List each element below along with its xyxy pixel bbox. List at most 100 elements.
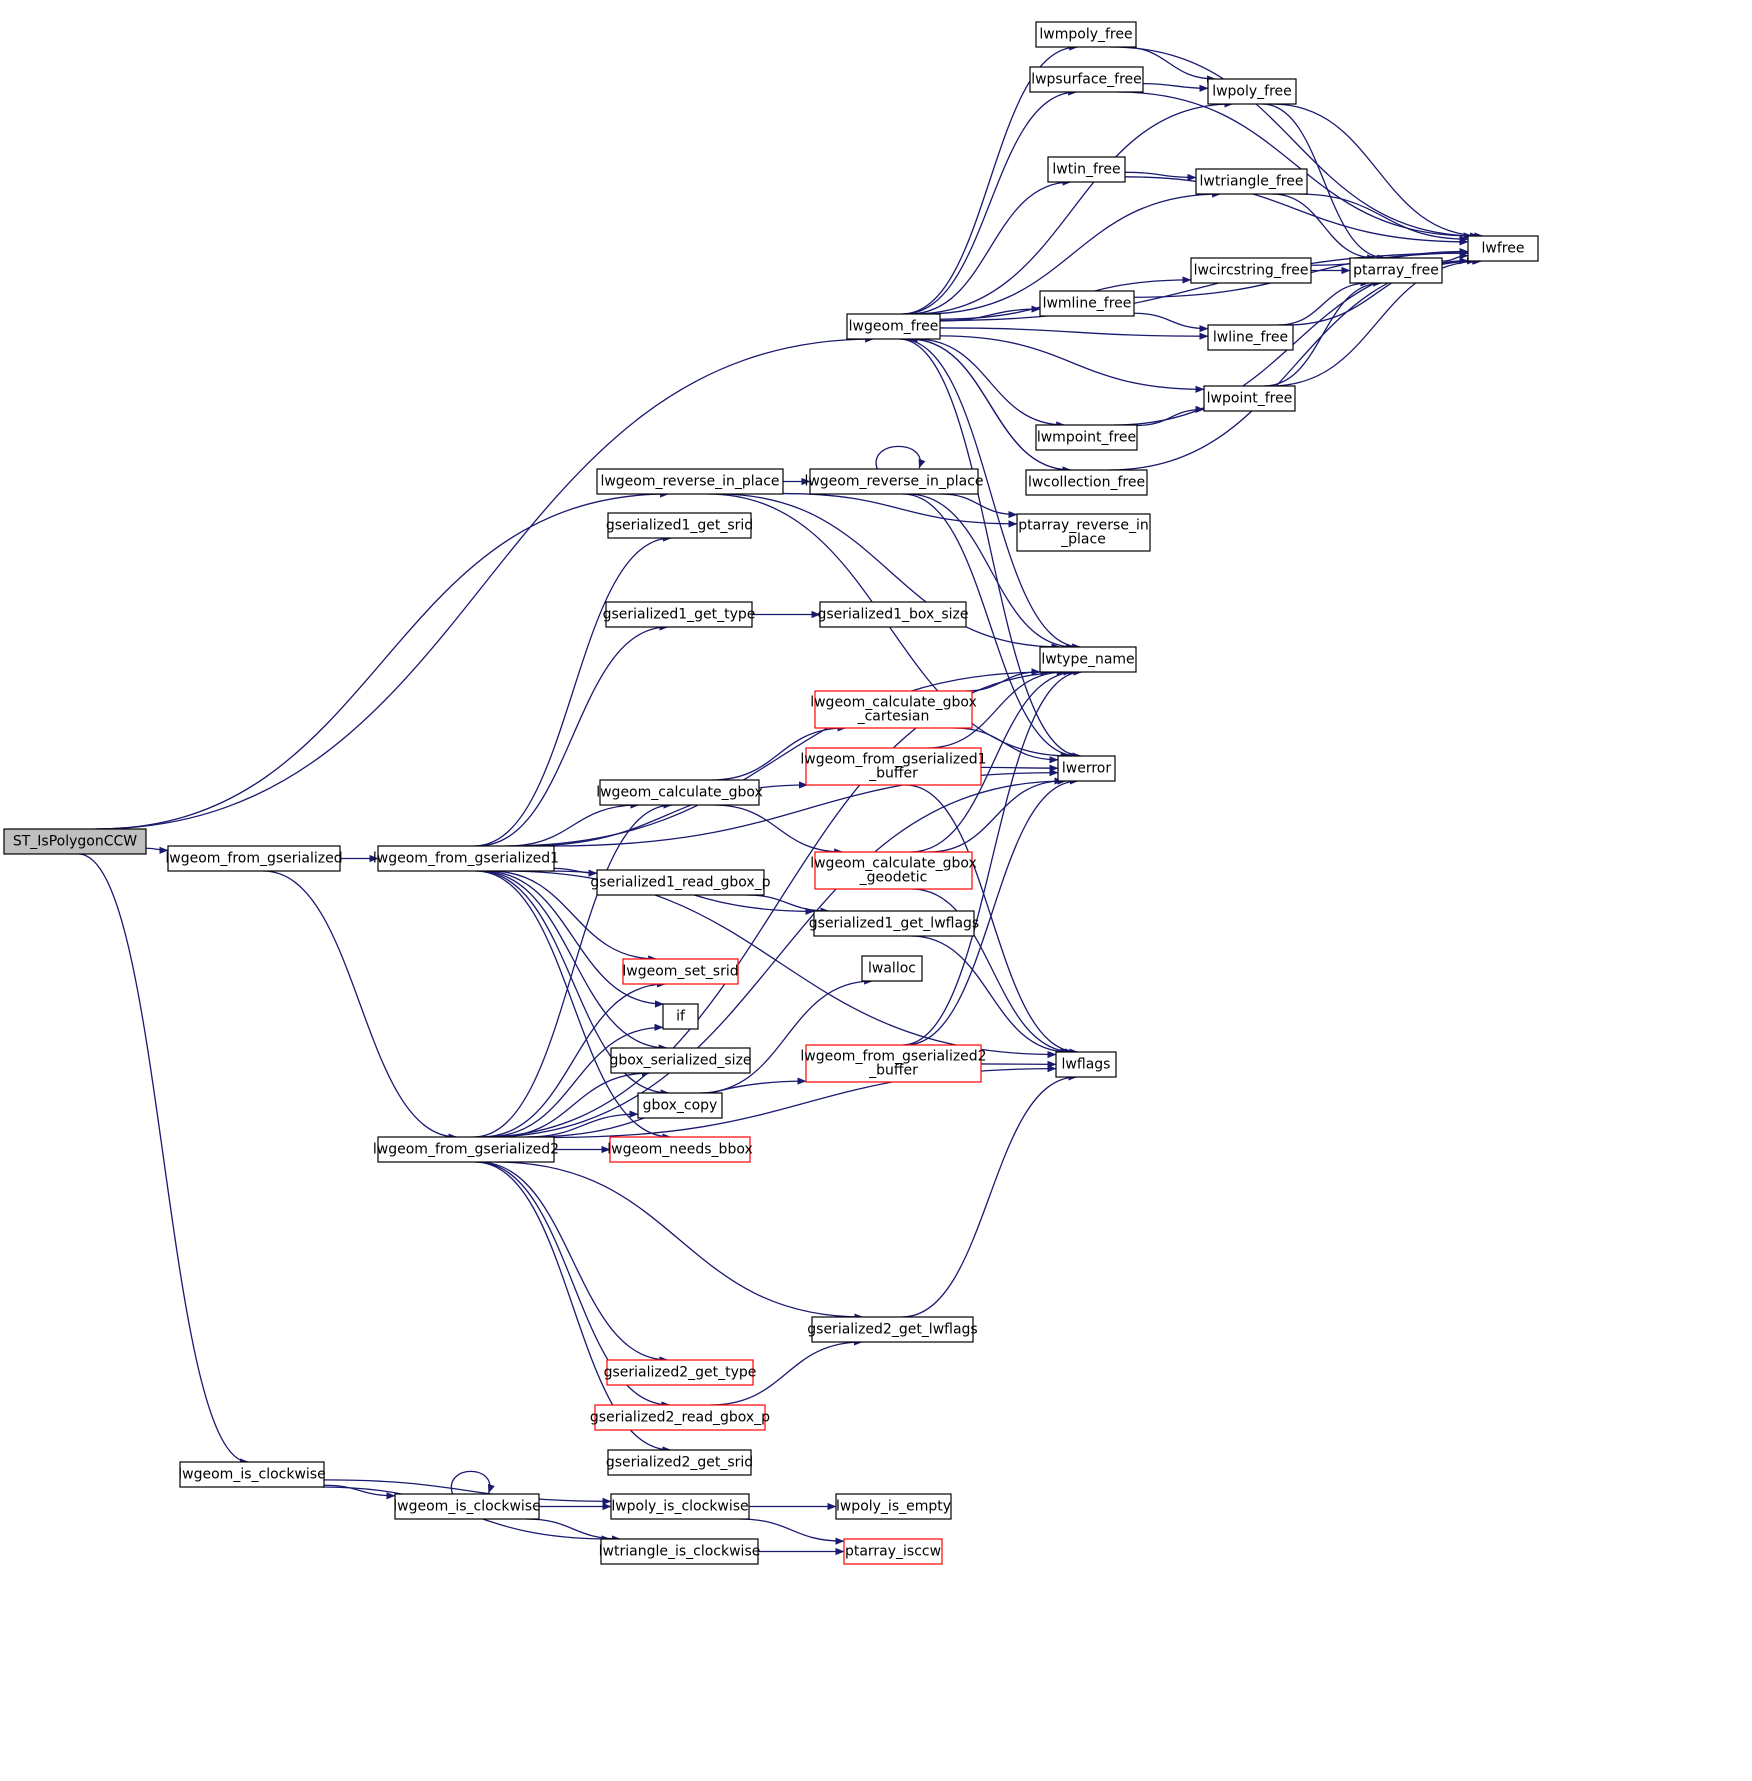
node-lwgeom_free[interactable]: lwgeom_free (846, 313, 941, 340)
edge-lwgeom_from_gserialized2-to-gbox_serialized_size (496, 1069, 651, 1138)
node-label: lwfree (1482, 241, 1525, 257)
node-box (1203, 385, 1296, 412)
node-lwgeom_from_gserialized2[interactable]: lwgeom_from_gserialized2 (373, 1136, 559, 1163)
node-gbox_serialized_size[interactable]: gbox_serialized_size (609, 1047, 752, 1074)
node-lwgeom_calculate_gbox_geodetic[interactable]: lwgeom_calculate_gbox_geodetic (810, 851, 977, 890)
node-label: lwline_free (1213, 330, 1288, 346)
edge-gserialized2_get_lwflags-to-lwflags (901, 1073, 1078, 1318)
node-gserialized1_get_type[interactable]: gserialized1_get_type (603, 601, 756, 628)
node-label: lwtriangle_is_clockwise (599, 1544, 761, 1560)
node-box (605, 601, 753, 628)
node-label: lwgeom_from_gserialized1 (373, 851, 559, 867)
node-label: gbox_serialized_size (609, 1053, 751, 1069)
node-lwgeom_is_clockwise[interactable]: lwgeom_is_clockwise (178, 1461, 326, 1488)
node-box (167, 845, 341, 872)
node-label: lwcollection_free (1028, 475, 1145, 491)
node-lwgeom_needs_bbox[interactable]: lwgeom_needs_bbox (607, 1136, 753, 1163)
node-gserialized2_get_srid[interactable]: gserialized2_get_srid (606, 1449, 753, 1476)
node-label: lwflags (1062, 1057, 1111, 1073)
node-label: lwpsurface_free (1031, 72, 1142, 88)
node-lwmpoint_free[interactable]: lwmpoint_free (1035, 424, 1138, 451)
node-lwpoly_free[interactable]: lwpoly_free (1207, 78, 1297, 105)
node-box (813, 910, 975, 937)
node-ptarray_free[interactable]: ptarray_free (1349, 257, 1443, 284)
node-lwgeom_reverse_in_place_2[interactable]: lwgeom_reverse_in_place (804, 468, 984, 495)
node-lwtriangle_free[interactable]: lwtriangle_free (1195, 168, 1308, 195)
edge-lwgeom_free-to-lwmline_free (939, 305, 1041, 322)
node-lwcircstring_free[interactable]: lwcircstring_free (1190, 257, 1312, 284)
node-lwflags[interactable]: lwflags (1055, 1051, 1117, 1078)
edge-lwtin_free-to-lwtriangle_free (1124, 171, 1197, 182)
edge-lwgeom_reverse_in_place_2-to-lwgeom_reverse_in_place_2 (875, 445, 926, 470)
node-lwpoint_free[interactable]: lwpoint_free (1203, 385, 1296, 412)
node-label: lwpoint_free (1207, 391, 1293, 407)
node-gserialized1_get_srid[interactable]: gserialized1_get_srid (606, 512, 753, 539)
node-lwpoly_is_clockwise[interactable]: lwpoly_is_clockwise (610, 1493, 750, 1520)
node-lwgeom_is_clockwise_2[interactable]: lwgeom_is_clockwise (393, 1493, 541, 1520)
node-st_ispolygonccw[interactable]: ST_IsPolygonCCW (3, 828, 147, 855)
node-if[interactable]: if (662, 1003, 699, 1030)
node-box (805, 1044, 982, 1083)
node-label: _geodetic (859, 870, 928, 886)
node-lwgeom_from_gserialized1_buffer[interactable]: lwgeom_from_gserialized1_buffer (800, 747, 987, 786)
node-lwmline_free[interactable]: lwmline_free (1039, 290, 1135, 317)
node-lwpoly_is_empty[interactable]: lwpoly_is_empty (835, 1493, 952, 1520)
node-lwtype_name[interactable]: lwtype_name (1039, 646, 1137, 673)
node-lwgeom_reverse_in_place[interactable]: lwgeom_reverse_in_place (596, 468, 784, 495)
node-lwerror[interactable]: lwerror (1057, 755, 1116, 782)
node-lwgeom_calculate_gbox[interactable]: lwgeom_calculate_gbox (596, 779, 763, 806)
node-label: lwgeom_is_clockwise (178, 1467, 325, 1483)
edge-lwpoly_free-to-lwfree (1271, 103, 1484, 240)
node-gserialized2_read_gbox_p[interactable]: gserialized2_read_gbox_p (590, 1404, 770, 1431)
edge-lwgeom_free-to-lwline_free (939, 327, 1209, 340)
node-box (662, 1003, 699, 1030)
node-lwgeom_from_gserialized[interactable]: lwgeom_from_gserialized (165, 845, 343, 872)
node-lwline_free[interactable]: lwline_free (1207, 324, 1294, 351)
edge-lwgeom_reverse_in_place-to-lwtype_name (717, 493, 1061, 651)
node-lwgeom_from_gserialized2_buffer[interactable]: lwgeom_from_gserialized2_buffer (800, 1044, 987, 1083)
node-lwalloc[interactable]: lwalloc (861, 955, 923, 982)
edge-lwgeom_calculate_gbox-to-lwgeom_calculate_gbox_cartesian (711, 724, 847, 781)
node-box (1195, 168, 1308, 195)
node-gbox_copy[interactable]: gbox_copy (637, 1092, 723, 1119)
node-lwgeom_calculate_gbox_cartesian[interactable]: lwgeom_calculate_gbox_cartesian (810, 690, 977, 729)
node-gserialized2_get_lwflags[interactable]: gserialized2_get_lwflags (807, 1316, 978, 1343)
edge-lwgeom_calculate_gbox_geodetic-to-lwerror (928, 777, 1064, 853)
edge-lwgeom_reverse_in_place-to-ptarray_reverse_in_place (782, 492, 1018, 528)
node-label: gserialized1_get_type (603, 607, 756, 623)
node-box (1035, 21, 1137, 48)
edge-lwpsurface_free-to-lwpoly_free (1142, 82, 1209, 92)
node-box (814, 851, 973, 890)
edge-lwgeom_from_gserialized1_buffer-to-lwerror (980, 764, 1059, 772)
node-gserialized1_box_size[interactable]: gserialized1_box_size (817, 601, 969, 628)
node-lwgeom_from_gserialized1[interactable]: lwgeom_from_gserialized1 (373, 845, 559, 872)
node-box (843, 1538, 943, 1565)
node-lwcollection_free[interactable]: lwcollection_free (1025, 469, 1148, 496)
node-label: lwgeom_reverse_in_place (600, 474, 779, 490)
edge-lwgeom_from_gserialized1-to-if (482, 870, 664, 1008)
node-label: lwgeom_calculate_gbox (810, 695, 977, 711)
node-gserialized1_get_lwflags[interactable]: gserialized1_get_lwflags (809, 910, 979, 937)
node-label: gserialized2_read_gbox_p (590, 1410, 770, 1426)
node-gserialized2_get_type[interactable]: gserialized2_get_type (604, 1359, 757, 1386)
node-lwpsurface_free[interactable]: lwpsurface_free (1029, 66, 1144, 93)
edge-gbox_copy-to-lwalloc (699, 977, 874, 1094)
edge-lwgeom_from_gserialized2-to-lwgeom_calculate_gbox (473, 801, 673, 1138)
node-label: lwalloc (868, 961, 916, 977)
node-lwmpoly_free[interactable]: lwmpoly_free (1035, 21, 1137, 48)
node-box (835, 1493, 952, 1520)
node-label: lwgeom_calculate_gbox (596, 785, 763, 801)
node-lwfree[interactable]: lwfree (1467, 235, 1539, 262)
node-label: lwpoly_is_empty (836, 1499, 951, 1515)
node-layer: ST_IsPolygonCCW lwgeom_free lwgeom_reverse… (3, 21, 1539, 1565)
edge-st_ispolygonccw-to-lwgeom_is_clockwise (78, 853, 249, 1466)
node-ptarray_isccw[interactable]: ptarray_isccw (843, 1538, 943, 1565)
edge-lwgeom_from_gserialized2_buffer-to-lwerror (905, 777, 1079, 1046)
node-lwgeom_set_srid[interactable]: lwgeom_set_srid (622, 958, 739, 985)
node-gserialized1_read_gbox_p[interactable]: gserialized1_read_gbox_p (590, 869, 771, 896)
node-ptarray_reverse_in_place[interactable]: ptarray_reverse_in_place (1016, 513, 1151, 552)
node-lwtin_free[interactable]: lwtin_free (1047, 156, 1126, 183)
node-box (596, 468, 784, 495)
node-lwtriangle_is_clockwise[interactable]: lwtriangle_is_clockwise (599, 1538, 761, 1565)
node-label: lwgeom_reverse_in_place (804, 474, 983, 490)
